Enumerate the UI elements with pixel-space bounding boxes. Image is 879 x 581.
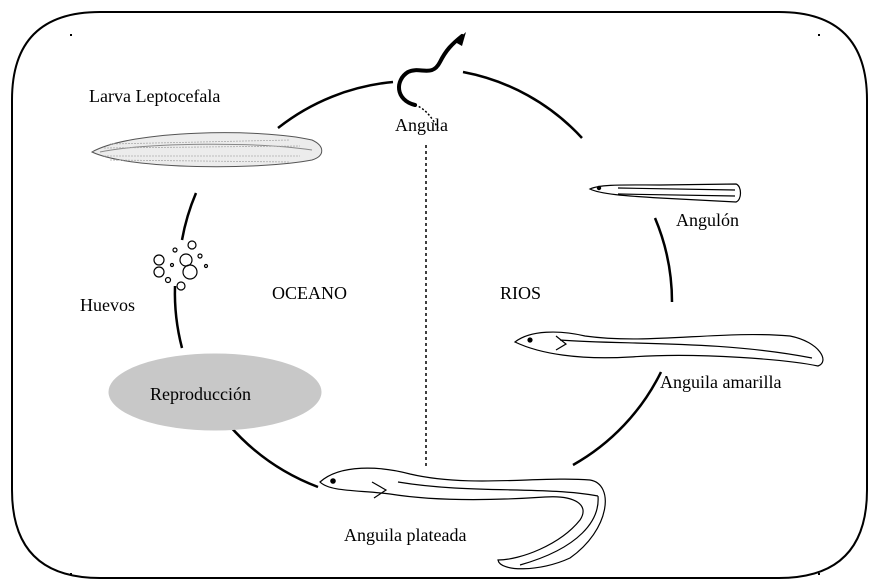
arc-left-upper [182,193,196,240]
arc-left-lower [175,286,182,348]
arc-bottom [229,425,318,487]
eggs-icon [154,241,208,290]
label-rios: RIOS [500,283,541,303]
silver-eel-icon [320,468,605,569]
label-reproduccion: Reproducción [150,384,251,404]
label-larva-leptocefala: Larva Leptocefala [89,86,220,106]
label-huevos: Huevos [80,295,135,315]
elver-icon [590,184,741,202]
label-oceano: OCEANO [272,283,347,303]
corner-dot [818,573,820,575]
corner-dot [70,573,72,575]
arc-top-left [278,82,393,128]
yellow-eel-icon [515,332,823,366]
arc-top-right [463,72,582,138]
corner-dot [818,34,820,36]
label-angulon: Angulón [676,210,739,230]
corner-dot [70,34,72,36]
glass-eel-icon [399,32,466,128]
arc-right-lower [573,372,661,465]
label-angula: Angula [395,115,448,135]
label-anguila-plateada: Anguila plateada [344,525,466,545]
label-anguila-amarilla: Anguila amarilla [660,372,781,392]
leptocephalus-larva-icon [92,133,322,167]
arc-right-upper [655,218,672,302]
